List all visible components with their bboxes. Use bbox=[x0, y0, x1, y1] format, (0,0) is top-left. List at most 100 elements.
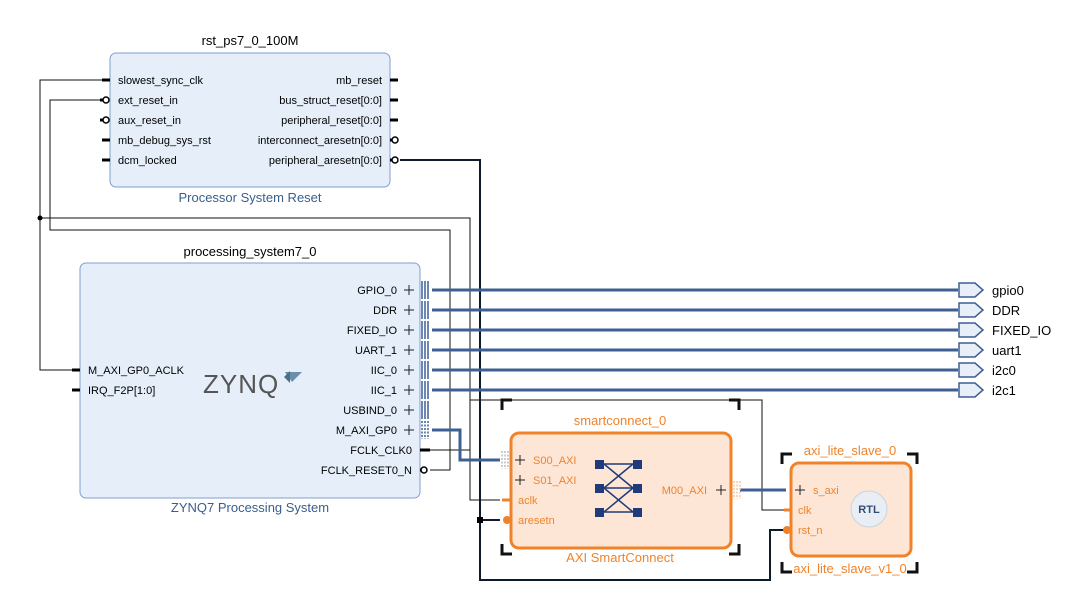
ext-port-i2c1[interactable]: i2c1 bbox=[958, 382, 1016, 398]
port-s00-axi[interactable]: S00_AXI bbox=[501, 451, 576, 469]
port-iic-0[interactable]: IIC_0 bbox=[371, 361, 429, 379]
block-axi-lite-slave[interactable]: axi_lite_slave_0 axi_lite_slave_v1_0 RTL… bbox=[780, 443, 919, 576]
svg-text:DDR: DDR bbox=[992, 303, 1020, 318]
port-fclk-reset0-n[interactable]: FCLK_RESET0_N bbox=[321, 465, 428, 477]
ext-port-ddr[interactable]: DDR bbox=[958, 302, 1020, 318]
port-aux-reset-in[interactable]: aux_reset_in bbox=[100, 115, 181, 127]
block-caption: AXI SmartConnect bbox=[566, 550, 674, 565]
port-aclk[interactable]: aclk bbox=[502, 495, 538, 507]
svg-text:aresetn: aresetn bbox=[518, 515, 555, 527]
port-interconnect-aresetn[interactable]: interconnect_aresetn[0:0] bbox=[258, 135, 399, 147]
svg-text:GPIO_0: GPIO_0 bbox=[357, 285, 397, 297]
block-body[interactable] bbox=[79, 262, 421, 499]
svg-text:aux_reset_in: aux_reset_in bbox=[118, 115, 181, 127]
block-instance-name: smartconnect_0 bbox=[574, 413, 667, 428]
ext-port-fixed-io[interactable]: FIXED_IO bbox=[958, 322, 1051, 338]
port-uart-1[interactable]: UART_1 bbox=[355, 341, 429, 359]
ext-port-i2c0[interactable]: i2c0 bbox=[958, 362, 1016, 378]
net-m-axi-gp0[interactable] bbox=[432, 428, 500, 462]
active-low-bubble bbox=[102, 96, 110, 104]
port-gpio-0[interactable]: GPIO_0 bbox=[357, 281, 429, 299]
port-aresetn[interactable]: aresetn bbox=[503, 515, 555, 527]
port-s01-axi[interactable]: S01_AXI bbox=[515, 475, 576, 487]
port-m00-axi[interactable]: M00_AXI bbox=[662, 481, 741, 499]
port-mb-debug-sys-rst[interactable]: mb_debug_sys_rst bbox=[102, 135, 211, 147]
active-low-bubble bbox=[503, 516, 511, 524]
block-processing-system7[interactable]: processing_system7_0 ZYNQ7 Processing Sy… bbox=[72, 244, 430, 515]
block-caption: axi_lite_slave_v1_0 bbox=[793, 561, 906, 576]
svg-text:S00_AXI: S00_AXI bbox=[533, 455, 576, 467]
port-m-axi-gp0-aclk[interactable]: M_AXI_GP0_ACLK bbox=[72, 365, 185, 377]
port-s-axi[interactable]: s_axi bbox=[795, 485, 839, 497]
active-low-bubble bbox=[420, 466, 428, 474]
svg-text:gpio0: gpio0 bbox=[992, 283, 1024, 298]
port-fclk-clk0[interactable]: FCLK_CLK0 bbox=[350, 445, 430, 457]
svg-text:i2c1: i2c1 bbox=[992, 383, 1016, 398]
svg-text:i2c0: i2c0 bbox=[992, 363, 1016, 378]
svg-text:FCLK_RESET0_N: FCLK_RESET0_N bbox=[321, 465, 412, 477]
svg-text:mb_reset: mb_reset bbox=[336, 75, 382, 87]
net-junction bbox=[37, 215, 43, 221]
block-instance-name: rst_ps7_0_100M bbox=[202, 33, 299, 48]
net-fclk-reset0-n[interactable] bbox=[49, 99, 451, 471]
svg-text:rst_n: rst_n bbox=[798, 525, 822, 537]
svg-text:M_AXI_GP0_ACLK: M_AXI_GP0_ACLK bbox=[88, 365, 185, 377]
port-usbind-0[interactable]: USBIND_0 bbox=[343, 401, 429, 419]
svg-text:clk: clk bbox=[798, 505, 812, 517]
block-rst-ps7[interactable]: rst_ps7_0_100M Processor System Reset sl… bbox=[100, 33, 399, 205]
net-peripheral-aresetn[interactable] bbox=[400, 159, 786, 581]
block-instance-name: axi_lite_slave_0 bbox=[804, 443, 897, 458]
port-peripheral-reset[interactable]: peripheral_reset[0:0] bbox=[281, 115, 398, 127]
nets bbox=[37, 79, 958, 581]
svg-text:IRQ_F2P[1:0]: IRQ_F2P[1:0] bbox=[88, 385, 155, 397]
block-body[interactable] bbox=[509, 431, 733, 550]
port-rst-n[interactable]: rst_n bbox=[783, 525, 822, 537]
svg-text:FIXED_IO: FIXED_IO bbox=[992, 323, 1051, 338]
svg-text:peripheral_aresetn[0:0]: peripheral_aresetn[0:0] bbox=[269, 155, 382, 167]
port-m-axi-gp0[interactable]: M_AXI_GP0 bbox=[336, 421, 429, 439]
active-low-bubble bbox=[783, 526, 791, 534]
ext-port-gpio0[interactable]: gpio0 bbox=[958, 282, 1024, 298]
ext-port-uart1[interactable]: uart1 bbox=[958, 342, 1022, 358]
svg-text:bus_struct_reset[0:0]: bus_struct_reset[0:0] bbox=[279, 95, 382, 107]
port-fixed-io[interactable]: FIXED_IO bbox=[347, 321, 429, 339]
svg-text:USBIND_0: USBIND_0 bbox=[343, 405, 397, 417]
port-slowest-sync-clk[interactable]: slowest_sync_clk bbox=[102, 75, 203, 87]
svg-text:uart1: uart1 bbox=[992, 343, 1022, 358]
port-arrow-icon bbox=[958, 382, 985, 398]
rtl-badge: RTL bbox=[850, 490, 888, 528]
port-peripheral-aresetn[interactable]: peripheral_aresetn[0:0] bbox=[269, 155, 399, 167]
selection-corner bbox=[907, 452, 919, 464]
active-low-bubble bbox=[391, 156, 399, 164]
selection-corner bbox=[780, 562, 792, 574]
port-ddr[interactable]: DDR bbox=[373, 301, 429, 319]
selection-corner bbox=[729, 398, 741, 410]
svg-text:ext_reset_in: ext_reset_in bbox=[118, 95, 178, 107]
port-ext-reset-in[interactable]: ext_reset_in bbox=[100, 95, 178, 107]
block-smartconnect[interactable]: smartconnect_0 AXI SmartConnect bbox=[500, 398, 741, 565]
block-instance-name: processing_system7_0 bbox=[184, 244, 317, 259]
svg-text:RTL: RTL bbox=[858, 504, 880, 516]
port-irq-f2p[interactable]: IRQ_F2P[1:0] bbox=[72, 385, 155, 397]
port-arrow-icon bbox=[958, 322, 985, 338]
port-clk[interactable]: clk bbox=[784, 505, 812, 517]
port-arrow-icon bbox=[958, 342, 985, 358]
svg-text:IIC_1: IIC_1 bbox=[371, 385, 397, 397]
port-mb-reset[interactable]: mb_reset bbox=[336, 75, 398, 87]
port-arrow-icon bbox=[958, 362, 985, 378]
active-low-bubble bbox=[391, 136, 399, 144]
block-caption: ZYNQ7 Processing System bbox=[171, 500, 329, 515]
block-caption: Processor System Reset bbox=[178, 190, 321, 205]
port-bus-struct-reset[interactable]: bus_struct_reset[0:0] bbox=[279, 95, 398, 107]
crossbar-icon bbox=[595, 460, 642, 517]
svg-text:dcm_locked: dcm_locked bbox=[118, 155, 177, 167]
port-iic-1[interactable]: IIC_1 bbox=[371, 381, 429, 399]
svg-text:M00_AXI: M00_AXI bbox=[662, 485, 707, 497]
port-arrow-icon bbox=[958, 282, 985, 298]
selection-corner bbox=[780, 452, 792, 464]
zynq-logo: ZYNQ bbox=[203, 369, 302, 399]
net-junction bbox=[477, 517, 483, 523]
port-dcm-locked[interactable]: dcm_locked bbox=[102, 155, 177, 167]
svg-text:UART_1: UART_1 bbox=[355, 345, 397, 357]
